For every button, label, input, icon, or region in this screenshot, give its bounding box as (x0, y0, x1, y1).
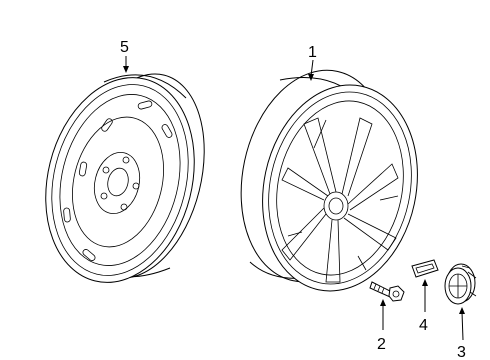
callout-2: 2 (377, 336, 386, 353)
alloy-wheel (240, 69, 418, 292)
steel-spare-wheel (45, 73, 205, 283)
callout-1: 1 (308, 44, 317, 61)
callout-4: 4 (419, 317, 428, 334)
emblem-badge (411, 259, 439, 278)
lug-holes (100, 156, 140, 211)
lug-bolt (369, 281, 405, 302)
leader-lines (123, 56, 465, 341)
wheel-spokes (281, 117, 399, 283)
vent-slots (63, 100, 173, 261)
callout-3: 3 (457, 344, 466, 360)
center-cap (444, 263, 477, 305)
callout-5: 5 (120, 39, 129, 56)
